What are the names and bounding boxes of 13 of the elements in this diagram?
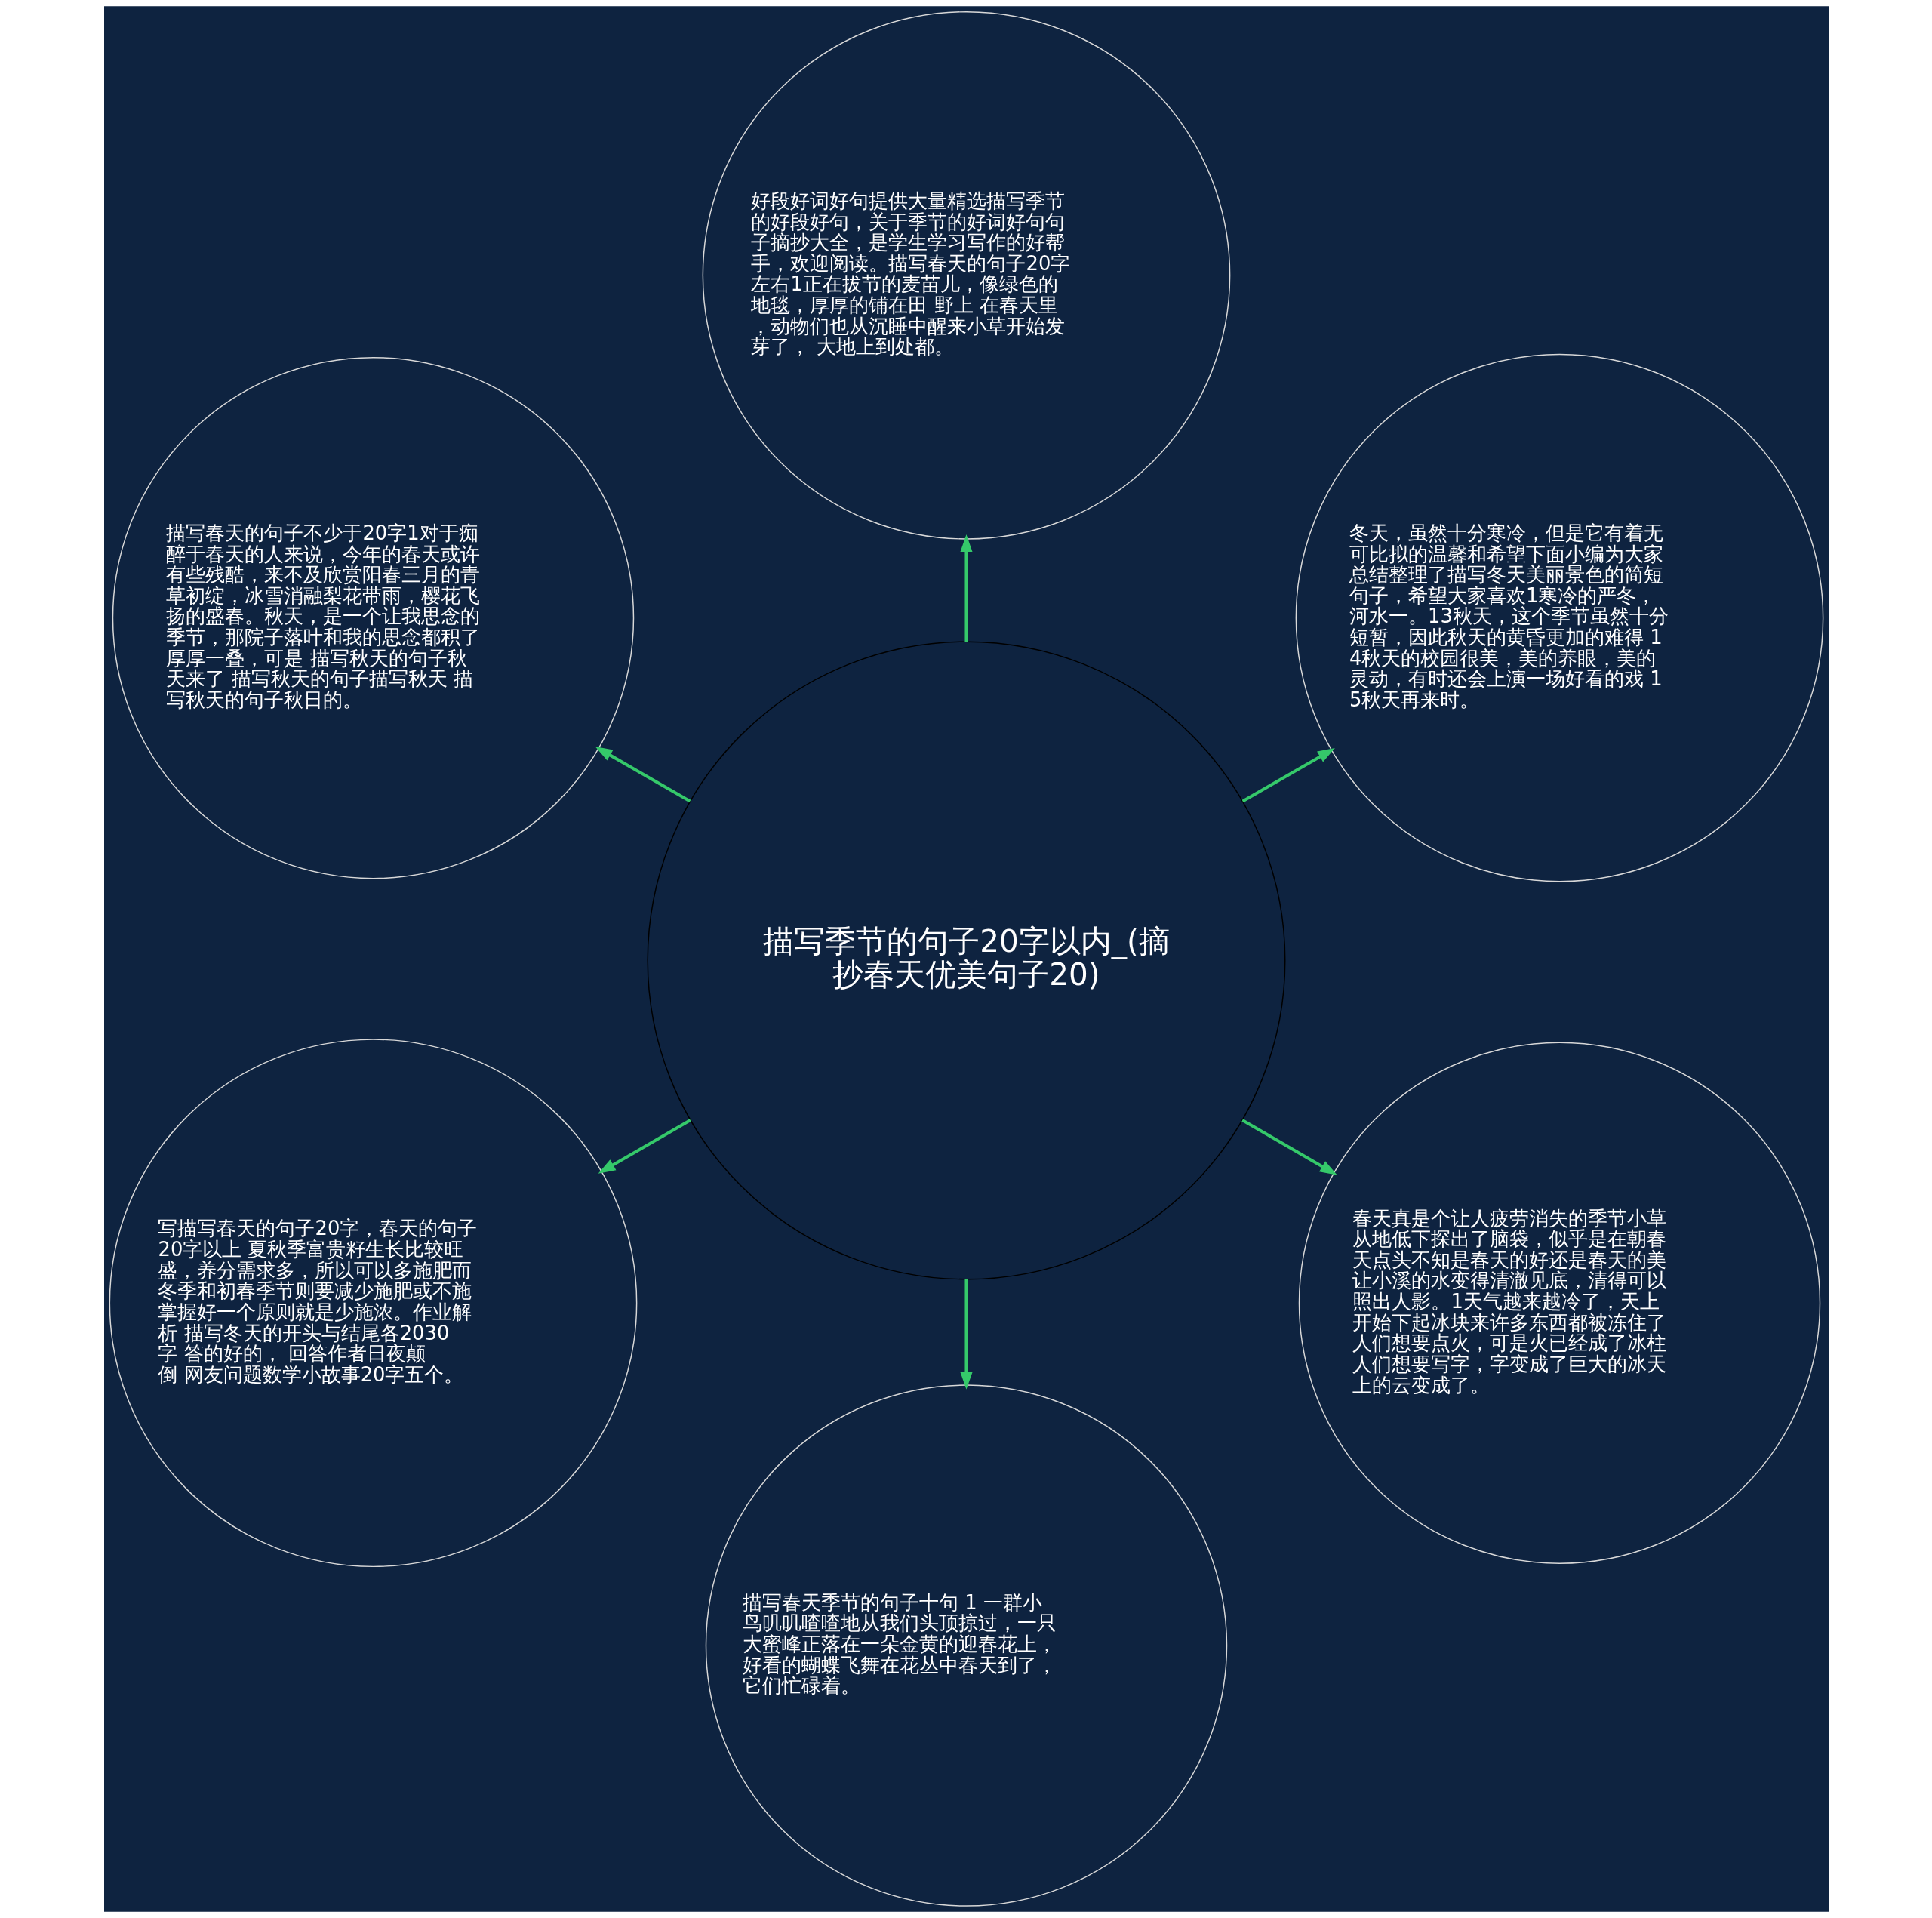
node-circle: 好段好词好句提供大量精选描写季节的好段好句，关于季节的好词好句句子摘抄大全，是学生学习写作的好帮手，欢迎阅读。描写春天的句子20字左右1正在拔节的麦苗儿，像绿色的地毯，厚厚的铺在田 野上 在春天里，动物们也从沉睡中醒来小草开始发芽了， 大地上到处都。 [702,11,1230,540]
node-circle: 描写春天的句子不少于20字1对于痴醉于春天的人来说，今年的春天或许有些残酷，来不及欣赏阳春三月的青草初绽，冰雪消融梨花带雨，樱花飞扬的盛春。秋天，是一个让我思念的季节，那院子落叶和我的思念都积了厚厚一叠，可是 描写秋天的句子秋天来了 描写秋天的句子描写秋天 描写秋天的句子秋日的。 [112,356,634,879]
arrow [595,747,691,803]
arrow [1241,1119,1337,1175]
node-circle: 冬天，虽然十分寒冷，但是它有着无可比拟的温馨和希望下面小编为大家总结整理了描写冬天美丽景色的简短句子，希望大家喜欢1寒冷的严冬，河水一。13秋天，这个季节虽然十分短暂，因此秋天的黄昏更加的难得 14秋天的校园很美，美的养眼，美的灵动，有时还会上演一场好看的戏 15秋天再来时。 [1295,353,1823,882]
arrow [598,1119,691,1174]
arrow [959,534,972,642]
node-circle: 描写春天季节的句子十句 1 一群小鸟叽叽喳喳地从我们头顶掠过，一只大蜜峰正落在一朵金黄的迎春花上，好看的蝴蝶飞舞在花丛中春天到了，它们忙碌着。 [705,1384,1227,1907]
node-circle: 描写季节的句子20字以内_(摘抄春天优美句子20) [647,641,1285,1280]
arrow [959,1279,972,1390]
arrow [1241,748,1335,803]
node-circle: 写描写春天的句子20字，春天的句子20字以上 夏秋季富贵籽生长比较旺盛，养分需求多，所以可以多施肥而冬季和初春季节则要减少施肥或不施掌握好一个原则就是少施浓。作业解析 描写冬天的开头与结尾各2030字 答的好的， 回答作者日夜颠倒 网友问题数学小故事20字五个。 [109,1039,637,1568]
node-circle: 春天真是个让人疲劳消失的季节小草从地低下探出了脑袋，似乎是在朝春天点头不知是春天的好还是春天的美让小溪的水变得清澈见底，清得可以照出人影。1天气越来越冷了，天上开始下起冰块来许多东西都被冻住了人们想要点火，可是火已经成了冰柱人们想要写字，字变成了巨大的冰天上的云变成了。 [1298,1042,1820,1564]
